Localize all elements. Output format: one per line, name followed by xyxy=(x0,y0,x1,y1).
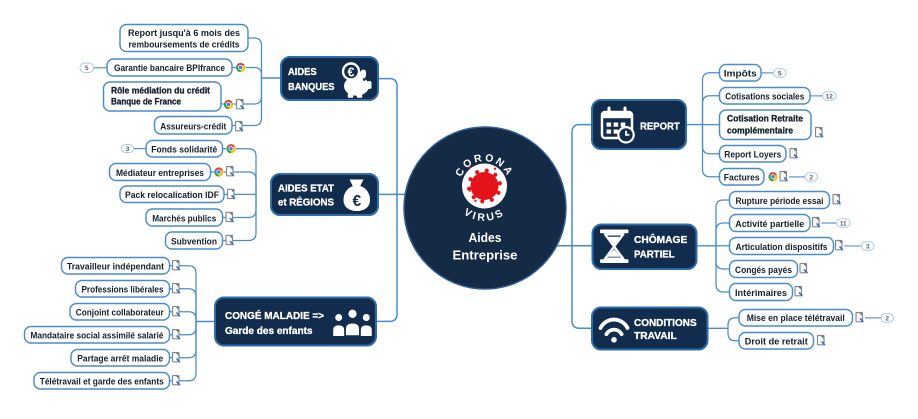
svg-text:Fonds solidarité: Fonds solidarité xyxy=(151,145,217,155)
svg-text:Banque de France: Banque de France xyxy=(111,97,181,107)
svg-text:BANQUES: BANQUES xyxy=(288,82,335,93)
svg-text:Mandataire social assimilé sal: Mandataire social assimilé salarié xyxy=(31,331,164,341)
svg-text:€: € xyxy=(352,193,361,210)
svg-text:Médiateur entreprises: Médiateur entreprises xyxy=(116,168,204,178)
svg-text:PARTIEL: PARTIEL xyxy=(634,249,675,260)
svg-text:5: 5 xyxy=(778,70,782,77)
svg-text:remboursements de crédits: remboursements de crédits xyxy=(129,40,240,50)
svg-text:Télétravail et garde des enfan: Télétravail et garde des enfants xyxy=(40,377,164,387)
svg-text:Conjoint collaborateur: Conjoint collaborateur xyxy=(76,308,164,318)
svg-text:Congés payés: Congés payés xyxy=(735,265,792,275)
svg-text:Aides: Aides xyxy=(469,230,502,245)
svg-text:VIRUS: VIRUS xyxy=(462,206,507,224)
svg-text:TRAVAIL: TRAVAIL xyxy=(634,331,677,342)
svg-text:12: 12 xyxy=(826,93,834,100)
svg-text:Pack relocalication IDF: Pack relocalication IDF xyxy=(125,190,219,200)
svg-text:3: 3 xyxy=(126,146,130,153)
svg-text:€: € xyxy=(348,65,355,79)
svg-text:Activité partielle: Activité partielle xyxy=(735,219,804,229)
svg-text:Travailleur indépendant: Travailleur indépendant xyxy=(67,262,164,272)
svg-text:Garde des enfants: Garde des enfants xyxy=(225,326,313,337)
svg-text:Intérimaires: Intérimaires xyxy=(735,288,787,298)
svg-text:AIDES: AIDES xyxy=(288,67,317,78)
svg-text:Garantie bancaire BPIfrance: Garantie bancaire BPIfrance xyxy=(114,63,225,73)
svg-text:Mise en place télétravail: Mise en place télétravail xyxy=(747,313,845,323)
svg-text:Impôts: Impôts xyxy=(724,69,757,79)
svg-text:Report Loyers: Report Loyers xyxy=(724,150,781,160)
svg-text:Articulation dispositifs: Articulation dispositifs xyxy=(736,242,828,252)
svg-text:11: 11 xyxy=(840,220,847,227)
svg-text:Assureurs-crédit: Assureurs-crédit xyxy=(160,121,226,131)
svg-text:Cotisation Retraite: Cotisation Retraite xyxy=(727,114,803,124)
svg-text:CHÔMAGE: CHÔMAGE xyxy=(634,233,688,246)
svg-text:CONDITIONS: CONDITIONS xyxy=(634,318,697,329)
svg-text:Cotisations sociales: Cotisations sociales xyxy=(725,92,804,102)
svg-text:Factures: Factures xyxy=(724,173,760,183)
svg-text:Partage arrêt maladie: Partage arrêt maladie xyxy=(77,354,163,364)
svg-text:complémentaire: complémentaire xyxy=(727,126,793,136)
svg-text:Professions libérales: Professions libérales xyxy=(82,285,164,295)
svg-text:Droit de retrait: Droit de retrait xyxy=(745,337,808,347)
svg-text:et RÉGIONS: et RÉGIONS xyxy=(278,196,334,209)
svg-text:3: 3 xyxy=(866,243,870,250)
svg-text:CONGÉ MALADIE =>: CONGÉ MALADIE => xyxy=(225,309,324,322)
svg-text:Subvention: Subvention xyxy=(171,237,217,247)
svg-text:REPORT: REPORT xyxy=(640,120,680,132)
svg-text:5: 5 xyxy=(85,65,89,72)
svg-text:Rupture période essai: Rupture période essai xyxy=(736,196,824,206)
svg-text:Rôle médiation du crédit: Rôle médiation du crédit xyxy=(111,86,210,96)
svg-text:2: 2 xyxy=(809,174,813,181)
svg-text:Marchés publics: Marchés publics xyxy=(152,214,216,224)
svg-text:AIDES ETAT: AIDES ETAT xyxy=(278,184,334,195)
svg-text:Entreprise: Entreprise xyxy=(453,248,518,263)
svg-text:Report jusqu'à 6 mois des: Report jusqu'à 6 mois des xyxy=(128,28,240,38)
svg-text:2: 2 xyxy=(885,315,889,322)
